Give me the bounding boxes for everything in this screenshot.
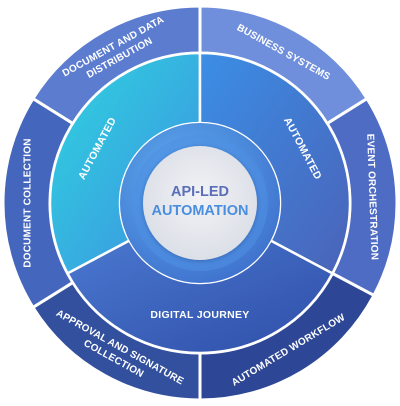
center-hub: API-LED AUTOMATION (120, 123, 280, 283)
center-title-line1: API-LED (171, 184, 229, 200)
inner-segment-automated-left (48, 51, 202, 276)
center-title-line2: AUTOMATION (152, 203, 249, 219)
outer-label-event-orchestration-line1: EVENT ORCHESTRATION (364, 134, 379, 261)
center-disc (143, 146, 257, 260)
inner-ring (48, 51, 352, 355)
inner-segment-automated-right (198, 51, 352, 276)
inner-label-digital-journey: DIGITAL JOURNEY (150, 309, 249, 321)
outer-label-document-collection-line1: DOCUMENT COLLECTION (23, 138, 34, 267)
